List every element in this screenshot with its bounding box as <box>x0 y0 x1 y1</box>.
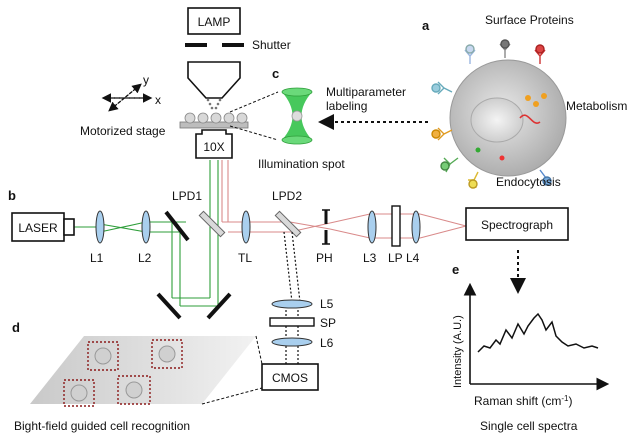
motorized-stage <box>179 112 249 129</box>
lpd1-label: LPD1 <box>172 189 202 203</box>
sp-label: SP <box>320 316 336 330</box>
lens-tl <box>241 210 251 244</box>
spectrum-trace <box>477 312 599 353</box>
lamp-assembly: LAMP Shutter <box>185 7 291 110</box>
imaging-path <box>283 231 301 364</box>
panel-e-label: e <box>452 262 459 277</box>
multiparameter-label-1: Multiparameter <box>326 85 406 99</box>
nucleus <box>470 97 524 143</box>
green-beam <box>74 160 219 307</box>
lp-label: LP <box>388 251 403 265</box>
illumination-dots <box>206 98 222 110</box>
axis-x-label: x <box>155 93 161 107</box>
panel-c-label: c <box>272 66 279 81</box>
laser-label: LASER <box>18 221 58 235</box>
lens-l2 <box>141 210 151 244</box>
brightfield-plane <box>30 336 256 404</box>
panel-a-label: a <box>422 18 430 33</box>
sp-filter <box>269 317 315 327</box>
l1-label: L1 <box>90 251 104 265</box>
tl-label: TL <box>238 251 252 265</box>
shutter-right-blade <box>222 43 244 47</box>
mirror-3 <box>206 292 232 320</box>
panel-d-label: d <box>12 320 20 335</box>
metabolism-label: Metabolism <box>566 99 627 113</box>
mirror-2 <box>156 292 182 320</box>
shutter-left-blade <box>185 43 207 47</box>
objective-label: 10X <box>203 140 224 154</box>
l6-label: L6 <box>320 336 334 350</box>
lens-l5 <box>271 299 313 309</box>
illumination-spot-inset <box>229 87 313 145</box>
spectrograph-box <box>465 207 569 241</box>
brightfield-caption: Bight-field guided cell recognition <box>14 419 190 433</box>
cell-illustration <box>431 39 567 189</box>
stage-axes <box>101 83 153 112</box>
lpd2 <box>274 210 302 238</box>
lamp-label: LAMP <box>198 15 231 29</box>
multiparameter-label-2: labeling <box>326 99 367 113</box>
pinhole <box>322 209 330 245</box>
red-beam <box>221 160 467 239</box>
lens-l3 <box>367 210 377 244</box>
metabolism-curl <box>519 114 541 124</box>
lpd1 <box>198 210 226 238</box>
dichroics <box>198 210 302 238</box>
spectrum-plot <box>463 282 610 391</box>
lens-l1 <box>95 210 105 244</box>
recognized-cells <box>63 339 183 407</box>
lens-l4 <box>411 210 421 244</box>
spectrum-xlabel: Raman shift (cm-1) <box>474 394 572 408</box>
mirror-1 <box>164 210 190 242</box>
cmos-box <box>261 363 319 391</box>
l3-label: L3 <box>363 251 377 265</box>
brightfield-link-2 <box>255 335 263 365</box>
l4-label: L4 <box>406 251 420 265</box>
surface-proteins-label: Surface Proteins <box>485 13 574 27</box>
cmos-label: CMOS <box>272 371 308 385</box>
lamp-box <box>187 7 241 35</box>
panel-b-label: b <box>8 188 16 203</box>
lp-filter <box>391 205 401 247</box>
horizontal-lenses <box>95 210 421 244</box>
illumination-label: Illumination spot <box>258 157 345 171</box>
condenser <box>187 61 241 99</box>
lpd2-label: LPD2 <box>272 189 302 203</box>
axis-y-label: y <box>143 73 149 87</box>
stage-label: Motorized stage <box>80 124 166 138</box>
laser-source: LASER <box>11 212 75 242</box>
endocytosis-label: Endocytosis <box>496 175 561 189</box>
objective-lens: 10X <box>195 129 233 159</box>
l5-label: L5 <box>320 297 334 311</box>
spectrograph-label: Spectrograph <box>481 218 553 232</box>
brightfield-link-1 <box>201 387 263 405</box>
lens-l6 <box>271 337 313 347</box>
mirrors <box>156 210 232 320</box>
vertical-lenses <box>271 299 313 347</box>
shutter-label: Shutter <box>252 38 291 52</box>
spectrum-caption: Single cell spectra <box>480 419 578 433</box>
spectrum-ylabel: Intensity (A.U.) <box>452 315 464 388</box>
l2-label: L2 <box>138 251 152 265</box>
ph-label: PH <box>316 251 333 265</box>
